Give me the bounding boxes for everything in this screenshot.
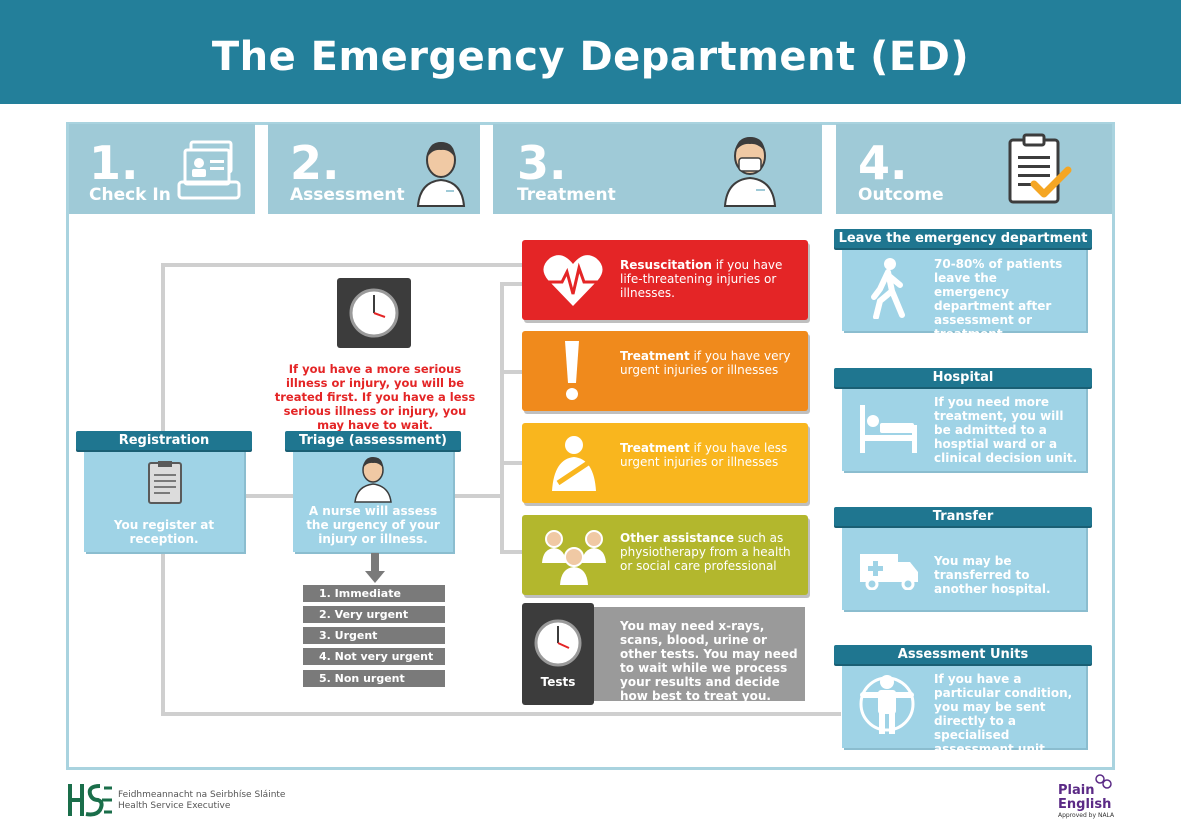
outcome-title: Leave the emergency department [834,229,1092,248]
plain-english-line-1: Plain [1058,783,1095,798]
clock-tile [337,278,411,348]
plain-english-mark: Plain English Approved by NALA [1058,784,1114,820]
exclamation-icon [565,341,579,400]
treatment-bold: Resuscitation [620,258,712,272]
triage-title: Triage (assessment) [285,431,461,450]
triage-box: A nurse will assess the urgency of your … [293,442,453,552]
treatment-rest: if you have very urgent injuries or illn… [620,349,791,377]
tests-tile: Tests [522,603,594,705]
nurse-icon [354,457,392,503]
step-outcome: 4. Outcome [836,124,1112,214]
triage-category: 1. Immediate [303,585,445,602]
heart-rate-icon [543,255,603,306]
walking-person-icon [871,258,905,319]
hse-line-1: Feidhmeannacht na Seirbhíse Sláinte [118,790,286,800]
tests-card: Tests You may need x-rays, scans, blood,… [522,603,805,705]
triage-category: 4. Not very urgent [303,648,445,665]
outcome-title: Transfer [834,507,1092,526]
clock-icon [349,288,399,338]
hospital-bed-icon [860,405,917,453]
outcome-hospital-box: If you need more treatment, you will be … [842,385,1086,471]
connector-line [500,461,522,465]
tests-text: You may need x-rays, scans, blood, urine… [620,619,798,703]
connector-line [454,494,504,498]
clock-icon [534,619,582,667]
file-tray-icon [177,140,241,200]
triage-text: A nurse will assess the urgency of your … [306,504,440,546]
outcome-text: You may be transferred to another hospit… [934,554,1051,596]
ambulance-icon [860,554,918,590]
hse-logo-icon [68,784,112,817]
treatment-card-other: Other assistance such as physiotherapy f… [522,515,808,595]
step-label: Outcome [858,185,944,205]
body-assessment-icon [859,675,915,734]
treatment-text: Resuscitation if you have life-threateni… [620,258,795,300]
plain-english-line-3: Approved by NALA [1058,812,1115,819]
step-assessment: 2. Assessment [268,124,480,214]
treatment-text: Other assistance such as physiotherapy f… [620,531,800,573]
treatment-rest: if you have less urgent injuries or illn… [620,441,788,469]
arm-sling-icon [552,436,596,491]
health-professionals-icon [542,530,606,585]
nurse-icon [416,142,466,207]
plain-english-line-2: English [1058,797,1112,812]
treatment-card-resuscitation: Resuscitation if you have life-threateni… [522,240,808,320]
treatment-text: Treatment if you have very urgent injuri… [620,349,795,377]
arrow-down-icon [365,553,385,583]
treatment-card-very-urgent: Treatment if you have very urgent injuri… [522,331,808,411]
step-label: Assessment [290,185,405,205]
connector-line [500,550,522,554]
triage-category: 5. Non urgent [303,670,445,687]
connector-line [500,282,504,554]
treatment-text: Treatment if you have less urgent injuri… [620,441,795,469]
clipboard-check-icon [1008,133,1072,204]
connector-line [161,263,523,267]
treatment-card-less-urgent: Treatment if you have less urgent injuri… [522,423,808,503]
outcome-title: Assessment Units [834,645,1092,664]
triage-category: 3. Urgent [303,627,445,644]
clipboard-icon [148,461,182,504]
connector-line [161,712,841,716]
step-check-in: 1. Check In [69,124,255,214]
step-treatment: 3. Treatment [493,124,822,214]
outcome-text: If you need more treatment, you will be … [934,395,1078,465]
outcome-leave-box: 70-80% of patients leave the emergency d… [842,245,1086,341]
registration-box: You register at reception. [84,442,244,552]
hse-line-2: Health Service Executive [118,801,231,811]
step-number: 2. [290,136,340,190]
step-number: 1. [89,136,139,190]
treatment-bold: Treatment [620,441,690,455]
treatment-rest: if you have life-threatening injuries or… [620,258,783,300]
hse-name: Feidhmeannacht na Seirbhíse Sláinte Heal… [118,790,285,812]
treatment-bold: Treatment [620,349,690,363]
doctor-icon [723,137,777,207]
title-bar [0,0,1181,104]
step-label: Treatment [517,185,616,205]
outcome-text: 70-80% of patients leave the emergency d… [934,257,1063,341]
outcome-assessment-units-box: If you have a particular condition, you … [842,662,1086,756]
tests-label: Tests [540,675,576,689]
treatment-bold: Other assistance [620,531,734,545]
step-number: 3. [517,136,567,190]
outcome-title: Hospital [834,368,1092,387]
triage-category: 2. Very urgent [303,606,445,623]
step-number: 4. [858,136,908,190]
outcome-text: If you have a particular condition, you … [934,672,1073,756]
registration-text: You register at reception. [113,518,215,546]
treatment-rest: such as physiotherapy from a health or s… [620,531,791,573]
connector-line [500,370,522,374]
registration-title: Registration [76,431,252,450]
outcome-transfer-box: You may be transferred to another hospit… [842,524,1086,610]
connector-line [245,494,295,498]
step-label: Check In [89,185,171,205]
connector-line [500,282,522,286]
page-title: The Emergency Department (ED) [211,34,970,80]
wait-note: If you have a more serious illness or in… [274,362,476,432]
nala-icon [1095,774,1112,789]
